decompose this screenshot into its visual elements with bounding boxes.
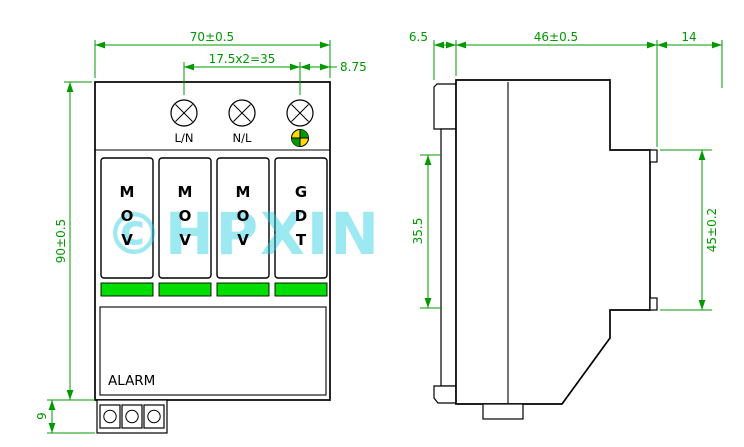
alarm-label: ALARM	[108, 373, 155, 389]
screw-slot	[291, 104, 309, 122]
dim-height-text: 90±0.5	[54, 219, 68, 263]
dim-height-right-text: 45±0.2	[705, 208, 719, 252]
terminal-screw-1	[170, 99, 198, 127]
watermark-text: ©HPXIN	[105, 200, 381, 268]
dim-height-right-lines	[660, 149, 712, 311]
dim-edge-offset-text: 8.75	[340, 60, 367, 74]
module-letter: G	[295, 183, 307, 201]
module-letter: V	[237, 231, 249, 249]
side-latch-top	[649, 149, 658, 163]
indicator-window-2	[158, 282, 212, 297]
indicator-window-1	[100, 282, 154, 297]
side-dimensions: 6.5 46±0.5 14 35.5 45±0.2	[409, 30, 723, 311]
front-dimensions: 70±0.5 17.5x2=35 8.75 90±0.5 9	[35, 30, 367, 434]
ground-quarter	[300, 129, 309, 138]
din-clip-top	[433, 83, 457, 130]
terminal-cell	[121, 404, 143, 429]
terminal-screw-small	[125, 409, 139, 424]
ground-symbol-icon	[291, 129, 309, 147]
terminal-cell	[143, 404, 165, 429]
module-letter: O	[237, 207, 250, 225]
dim-terminal-height-text: 9	[35, 412, 49, 420]
bottom-terminal-block	[96, 399, 168, 434]
dim-clip-depth-text: 6.5	[409, 30, 428, 44]
module-3-label: M O V	[236, 183, 251, 249]
module-1-label: M O V	[120, 183, 135, 249]
screw-slot	[175, 104, 193, 122]
din-back-plate	[440, 128, 457, 387]
dim-width-lines	[94, 40, 331, 78]
din-clip-bottom	[433, 385, 457, 404]
module-4-gdt	[274, 157, 328, 279]
module-letter: O	[121, 207, 134, 225]
terminal-cell	[99, 404, 121, 429]
module-letter: V	[179, 231, 191, 249]
dim-terminal-height-lines	[47, 399, 95, 434]
dim-height-left-lines	[420, 154, 442, 309]
module-2-mov	[158, 157, 212, 279]
module-letter: M	[236, 183, 251, 201]
terminal-screw-small	[147, 409, 161, 424]
terminal-label-nl: N/L	[233, 131, 252, 145]
indicator-window-4	[274, 282, 328, 297]
alarm-section-outline	[99, 306, 327, 396]
dim-height-left-text: 35.5	[411, 218, 425, 245]
module-3-mov	[216, 157, 270, 279]
terminal-screw-3	[286, 99, 314, 127]
terminal-label-ln: L/N	[175, 131, 194, 145]
module-1-mov	[100, 157, 154, 279]
module-letter: M	[120, 183, 135, 201]
ground-quarter	[291, 138, 300, 147]
terminal-screw-small	[103, 409, 117, 424]
dim-total-depth-lines	[456, 40, 658, 147]
module-4-label: G D T	[295, 183, 307, 249]
dim-height-lines	[64, 81, 92, 401]
dim-width-text: 70±0.5	[190, 30, 234, 44]
dim-front-depth-lines	[657, 40, 723, 88]
side-latch-bottom	[649, 297, 658, 311]
dim-total-depth-text: 46±0.5	[534, 30, 578, 44]
indicator-window-3	[216, 282, 270, 297]
dim-pitch-text: 17.5x2=35	[209, 52, 276, 66]
dim-clip-depth-lines	[433, 40, 457, 80]
dim-front-depth-text: 14	[681, 30, 696, 44]
side-view	[433, 79, 658, 420]
module-2-label: M O V	[178, 183, 193, 249]
front-view: ©HPXIN L/N N/L M O V M O V M O V G D T A…	[94, 81, 381, 434]
module-letter: V	[121, 231, 133, 249]
screw-slot	[233, 104, 251, 122]
module-letter: M	[178, 183, 193, 201]
module-letter: D	[295, 207, 307, 225]
side-body-outline	[455, 79, 651, 405]
terminal-screw-2	[228, 99, 256, 127]
module-letter: T	[296, 231, 307, 249]
module-letter: O	[179, 207, 192, 225]
side-foot	[482, 403, 524, 420]
